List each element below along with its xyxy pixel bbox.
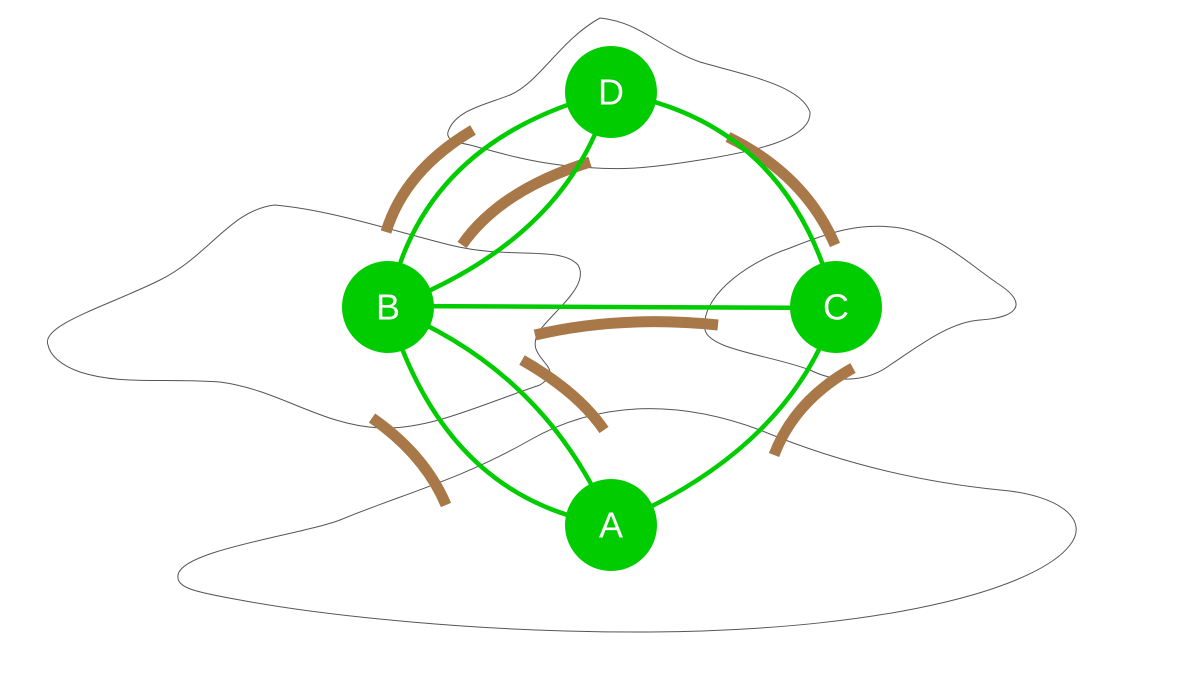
bridge-west-east xyxy=(533,316,719,341)
edge-b-c xyxy=(387,303,837,311)
bridge-west-south-outer xyxy=(368,413,452,508)
graph-nodes: D B C A xyxy=(342,46,882,571)
node-d-circle xyxy=(565,46,657,138)
bridge-south-east xyxy=(768,363,856,458)
landmass-west xyxy=(46,204,581,429)
bridges xyxy=(368,125,856,508)
node-c-circle xyxy=(790,261,882,353)
node-c-label: C xyxy=(823,287,849,328)
bridge-west-south-inner xyxy=(519,355,609,434)
bridge-west-north-outer xyxy=(380,125,476,234)
node-b-label: B xyxy=(376,287,400,328)
node-d-label: D xyxy=(598,72,624,113)
node-c: C xyxy=(790,261,882,353)
node-d: D xyxy=(565,46,657,138)
node-a-label: A xyxy=(599,505,623,546)
bridge-north-east xyxy=(725,132,841,248)
node-a-circle xyxy=(565,479,657,571)
node-a: A xyxy=(565,479,657,571)
node-b-circle xyxy=(342,261,434,353)
bridge-west-north-inner xyxy=(457,156,592,249)
node-b: B xyxy=(342,261,434,353)
